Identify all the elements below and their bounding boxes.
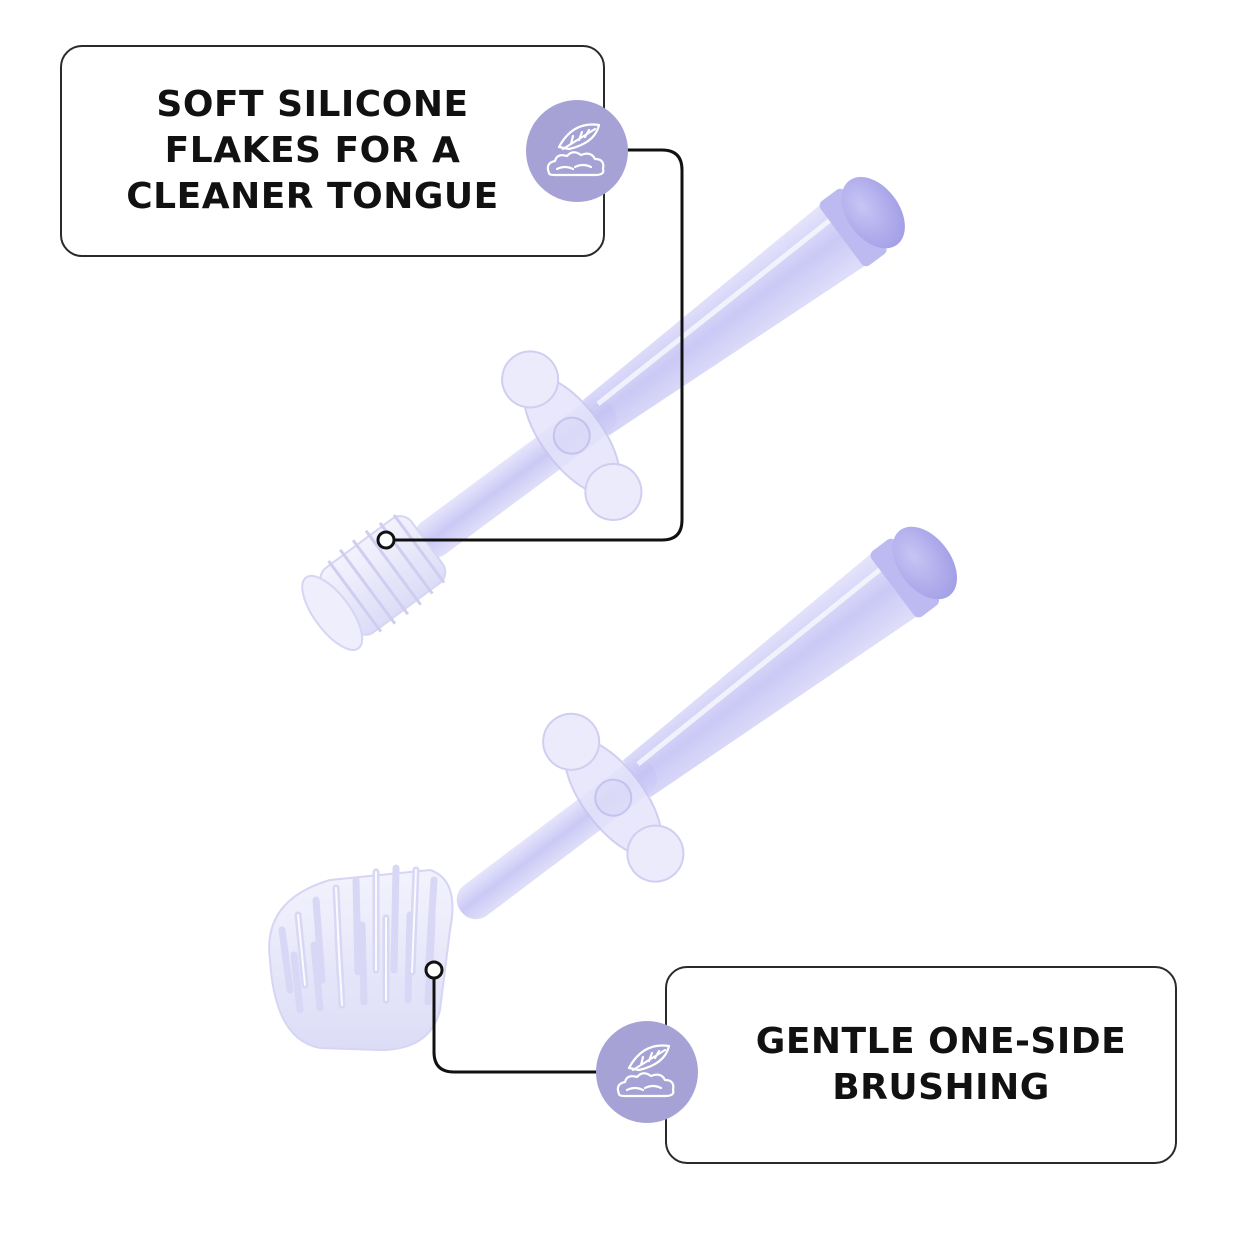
- feather-cloud-icon: [526, 100, 628, 202]
- connector-line-bottom: [432, 972, 598, 1074]
- connector-dot-top: [376, 530, 396, 550]
- callout-bottom: GENTLE ONE-SIDE BRUSHING: [665, 966, 1177, 1164]
- feather-cloud-icon: [596, 1021, 698, 1123]
- callout-top-text: SOFT SILICONE FLAKES FOR A CLEANER TONGU…: [126, 84, 499, 217]
- callout-bottom-text: GENTLE ONE-SIDE BRUSHING: [755, 1021, 1127, 1108]
- bristle-brush: [456, 526, 958, 920]
- connector-line-top: [387, 148, 684, 542]
- tongue-cleaner-brush: [301, 176, 905, 651]
- callout-top: SOFT SILICONE FLAKES FOR A CLEANER TONGU…: [60, 45, 605, 257]
- connector-dot-bottom: [424, 960, 444, 980]
- bristle-head: [268, 864, 454, 1052]
